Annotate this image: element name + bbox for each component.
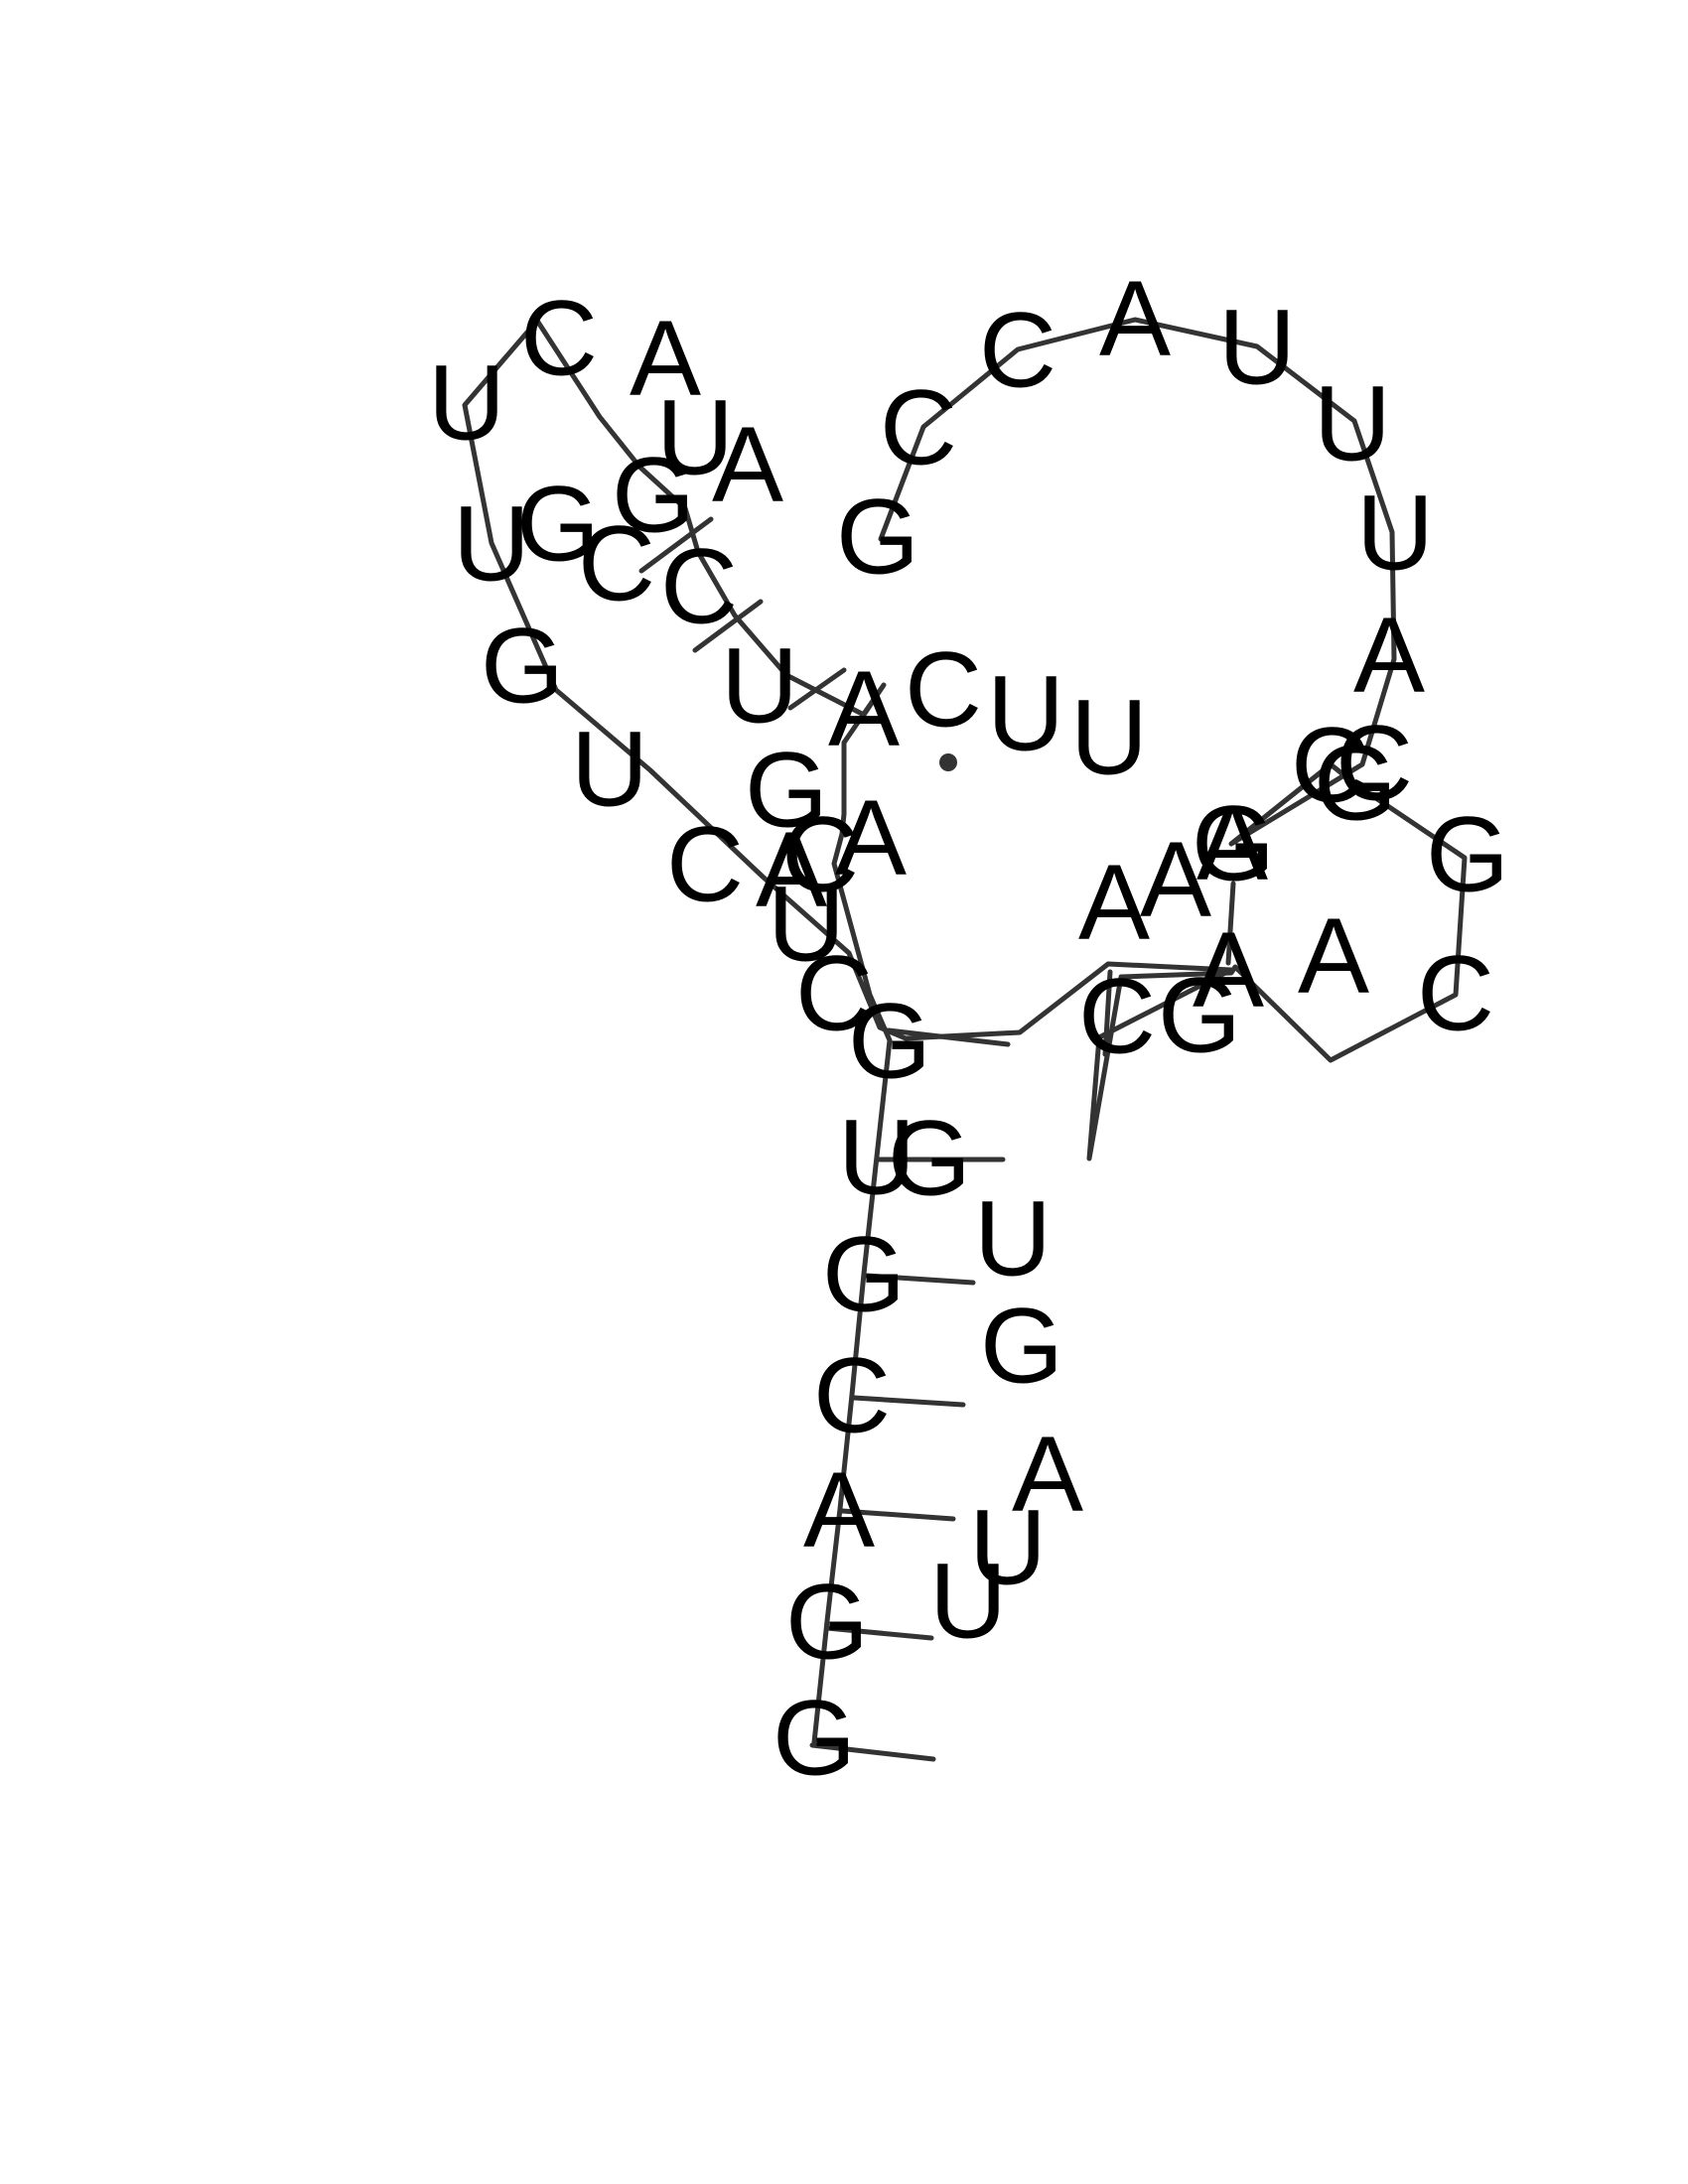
nucleotide-27: G — [745, 730, 828, 850]
nucleotide-30: U — [987, 653, 1064, 773]
nucleotide-38: A — [1298, 895, 1369, 1016]
nucleotide-12: A — [756, 809, 827, 929]
nucleotide-22: U — [428, 342, 505, 463]
nucleotide-35: C — [1078, 956, 1156, 1076]
nucleotide-40: G — [1426, 794, 1509, 914]
nucleotide-8: C — [795, 933, 873, 1053]
nucleotide-51: C — [880, 367, 957, 487]
base-pair-11-35 — [787, 667, 847, 711]
nucleotide-9: U — [768, 864, 845, 984]
nucleotide-34: G — [1158, 955, 1241, 1075]
nucleotide-43: A — [1196, 782, 1268, 902]
nucleotide-20: A — [630, 298, 701, 418]
nucleotide-44: C — [1336, 703, 1413, 823]
nucleotide-14: C — [660, 526, 738, 646]
nucleotide-49: A — [1099, 258, 1171, 378]
base-pair-1-45 — [824, 1625, 934, 1641]
nucleotide-18: U — [656, 377, 734, 497]
nucleotide-31: U — [1070, 677, 1148, 797]
nucleotide-1: G — [773, 1678, 856, 1798]
nucleotide-56: A — [1012, 1414, 1083, 1534]
nucleotide-28: A — [828, 648, 900, 768]
nucleotide-2: G — [785, 1562, 869, 1682]
nucleotide-58: U — [929, 1541, 1007, 1661]
base-pair-2-44 — [839, 1508, 956, 1522]
nucleotide-23: U — [453, 483, 530, 604]
nucleotide-5: G — [822, 1214, 906, 1334]
nucleotide-36: A — [1078, 842, 1150, 962]
base-pair-3-43 — [851, 1395, 966, 1408]
nucleotide-45: U — [1356, 473, 1434, 593]
base-pair-4-42 — [864, 1273, 976, 1286]
nucleotide-50: C — [979, 290, 1056, 410]
base-pair-9-37 — [638, 516, 714, 574]
nucleotide-24: G — [481, 606, 564, 726]
nucleotide-3: A — [803, 1449, 875, 1570]
nucleotide-54: U — [974, 1178, 1052, 1298]
base-pair-10-36 — [692, 599, 764, 653]
nucleotide-48: U — [1218, 287, 1296, 407]
nucleotide-57: U — [969, 1487, 1047, 1607]
nucleotide-19: A — [712, 404, 783, 524]
nucleotide-29: C — [905, 629, 982, 750]
nucleotide-41: G — [1314, 723, 1397, 843]
nucleotide-55: G — [980, 1286, 1063, 1406]
nucleotide-46: A — [1353, 595, 1425, 715]
nucleotide-52: G — [836, 477, 919, 597]
backbone-line — [462, 317, 1468, 1745]
nucleotide-4: C — [813, 1335, 891, 1455]
nucleotide-32: A — [1140, 819, 1211, 939]
nucleotide-25: U — [571, 709, 648, 829]
nucleotide-26: C — [666, 804, 744, 924]
nucleotide-47: U — [1314, 363, 1391, 483]
base-pair-6-40 — [886, 1027, 1011, 1047]
nucleotide-15: C — [578, 503, 655, 623]
nucleotide-39: C — [1417, 933, 1494, 1053]
nucleotide-53: G — [888, 1098, 971, 1218]
nucleotide-10: C — [781, 794, 859, 914]
nucleotide-6: U — [838, 1097, 915, 1217]
base-pair-lines — [638, 516, 1236, 1762]
nucleotide-37: G — [1192, 783, 1275, 903]
nucleotide-42: C — [1291, 705, 1368, 825]
nucleotide-7: G — [848, 981, 931, 1101]
nucleotide-33: A — [1193, 909, 1264, 1029]
nucleotide-13: U — [721, 625, 798, 746]
end-marker — [939, 753, 957, 771]
nucleotide-17: G — [612, 435, 695, 555]
nucleotide-11: A — [835, 777, 907, 897]
nucleotide-16: G — [516, 464, 600, 584]
base-pair-0-46 — [809, 1742, 936, 1762]
base-pair-7-39 — [1102, 969, 1113, 1057]
base-pair-8-38 — [1225, 881, 1236, 966]
nucleotide-21: C — [520, 278, 598, 398]
